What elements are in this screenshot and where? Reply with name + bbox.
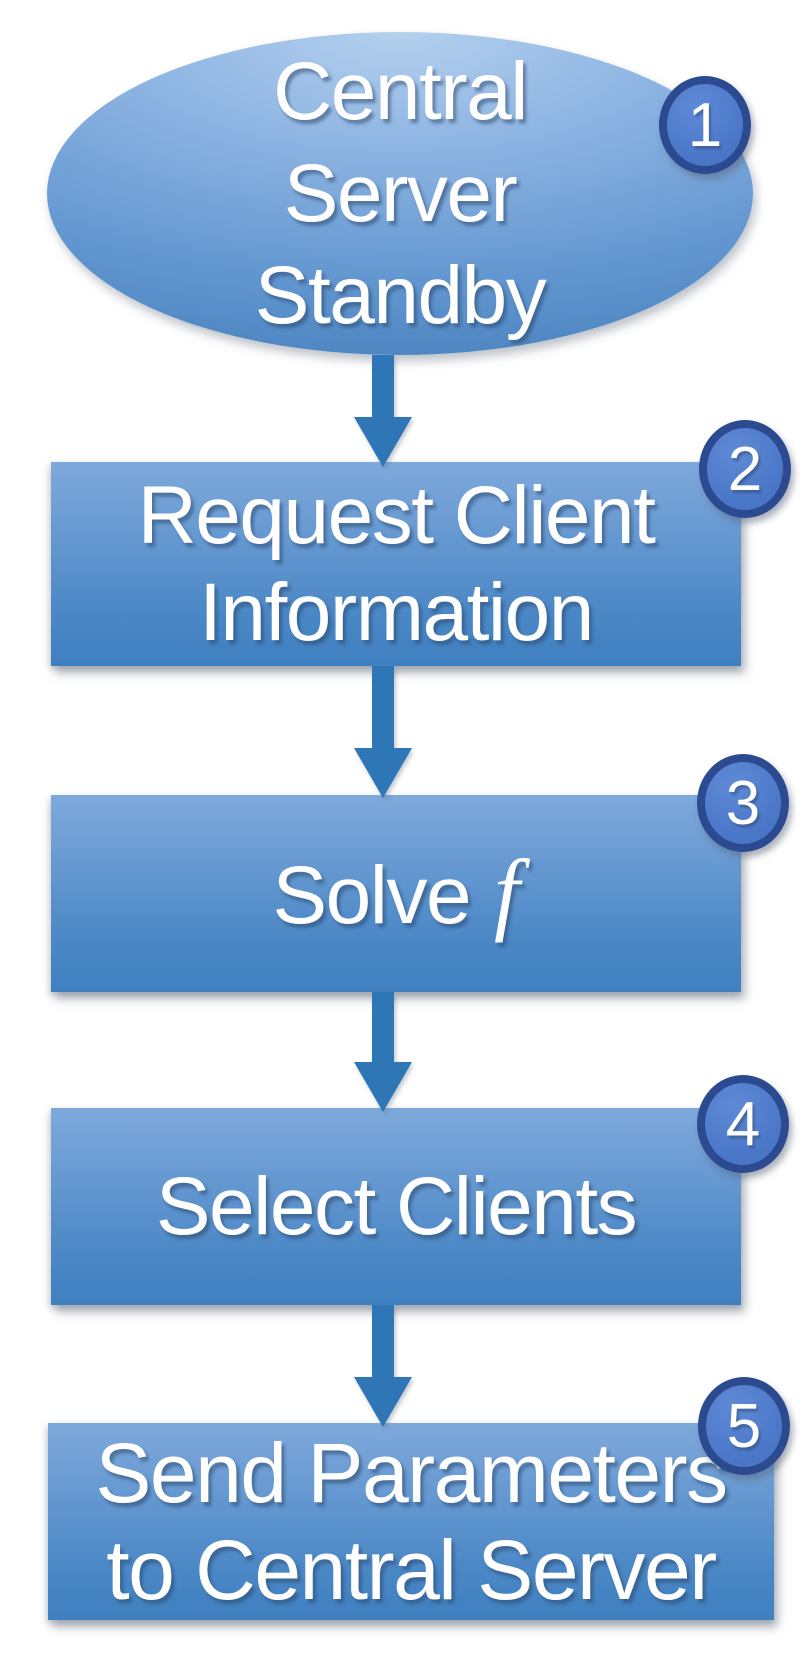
step-badge-1: 1 <box>659 76 751 174</box>
node-request-client-information: Request Client Information <box>51 462 741 666</box>
step-badge-2: 2 <box>699 420 791 518</box>
node-send-parameters-to-central-server: Send Parameters to Central Server <box>48 1423 774 1620</box>
badge-number: 2 <box>727 434 763 504</box>
node-label-line: Standby <box>254 249 547 341</box>
down-arrow-connector-3 <box>354 992 412 1112</box>
badge-number: 3 <box>725 768 761 838</box>
step-badge-5: 5 <box>698 1377 790 1475</box>
node-label-line: Information <box>199 567 594 658</box>
arrow-stem <box>372 666 394 752</box>
node-label: Send Parameters to Central Server <box>95 1425 728 1619</box>
step-badge-3: 3 <box>697 754 789 852</box>
down-arrow-connector-2 <box>354 666 412 798</box>
node-label-line: Central <box>273 45 528 137</box>
node-select-clients: Select Clients <box>51 1108 741 1305</box>
node-label-line: Send Parameters <box>95 1425 728 1520</box>
arrow-head-icon <box>354 748 412 798</box>
badge-number: 4 <box>725 1089 761 1159</box>
step-badge-4: 4 <box>697 1075 789 1173</box>
function-variable: f <box>493 840 520 943</box>
arrow-stem <box>372 992 394 1066</box>
node-label-line: to Central Server <box>106 1522 717 1617</box>
node-label: Select Clients <box>155 1158 638 1255</box>
node-central-server-standby: Central Server Standby <box>47 32 753 355</box>
node-label-line: Select Clients <box>155 1161 638 1252</box>
arrow-head-icon <box>354 417 412 467</box>
node-label-line: Server <box>283 147 518 239</box>
node-label-line: Request Client <box>137 470 656 561</box>
arrow-head-icon <box>354 1377 412 1427</box>
node-label: Central Server Standby <box>254 41 547 347</box>
arrow-stem <box>372 1305 394 1381</box>
arrow-head-icon <box>354 1062 412 1112</box>
badge-number: 5 <box>726 1391 762 1461</box>
down-arrow-connector-1 <box>354 355 412 467</box>
node-label: Request Client Information <box>137 467 656 661</box>
badge-number: 1 <box>687 90 723 160</box>
down-arrow-connector-4 <box>354 1305 412 1427</box>
arrow-stem <box>372 355 394 421</box>
